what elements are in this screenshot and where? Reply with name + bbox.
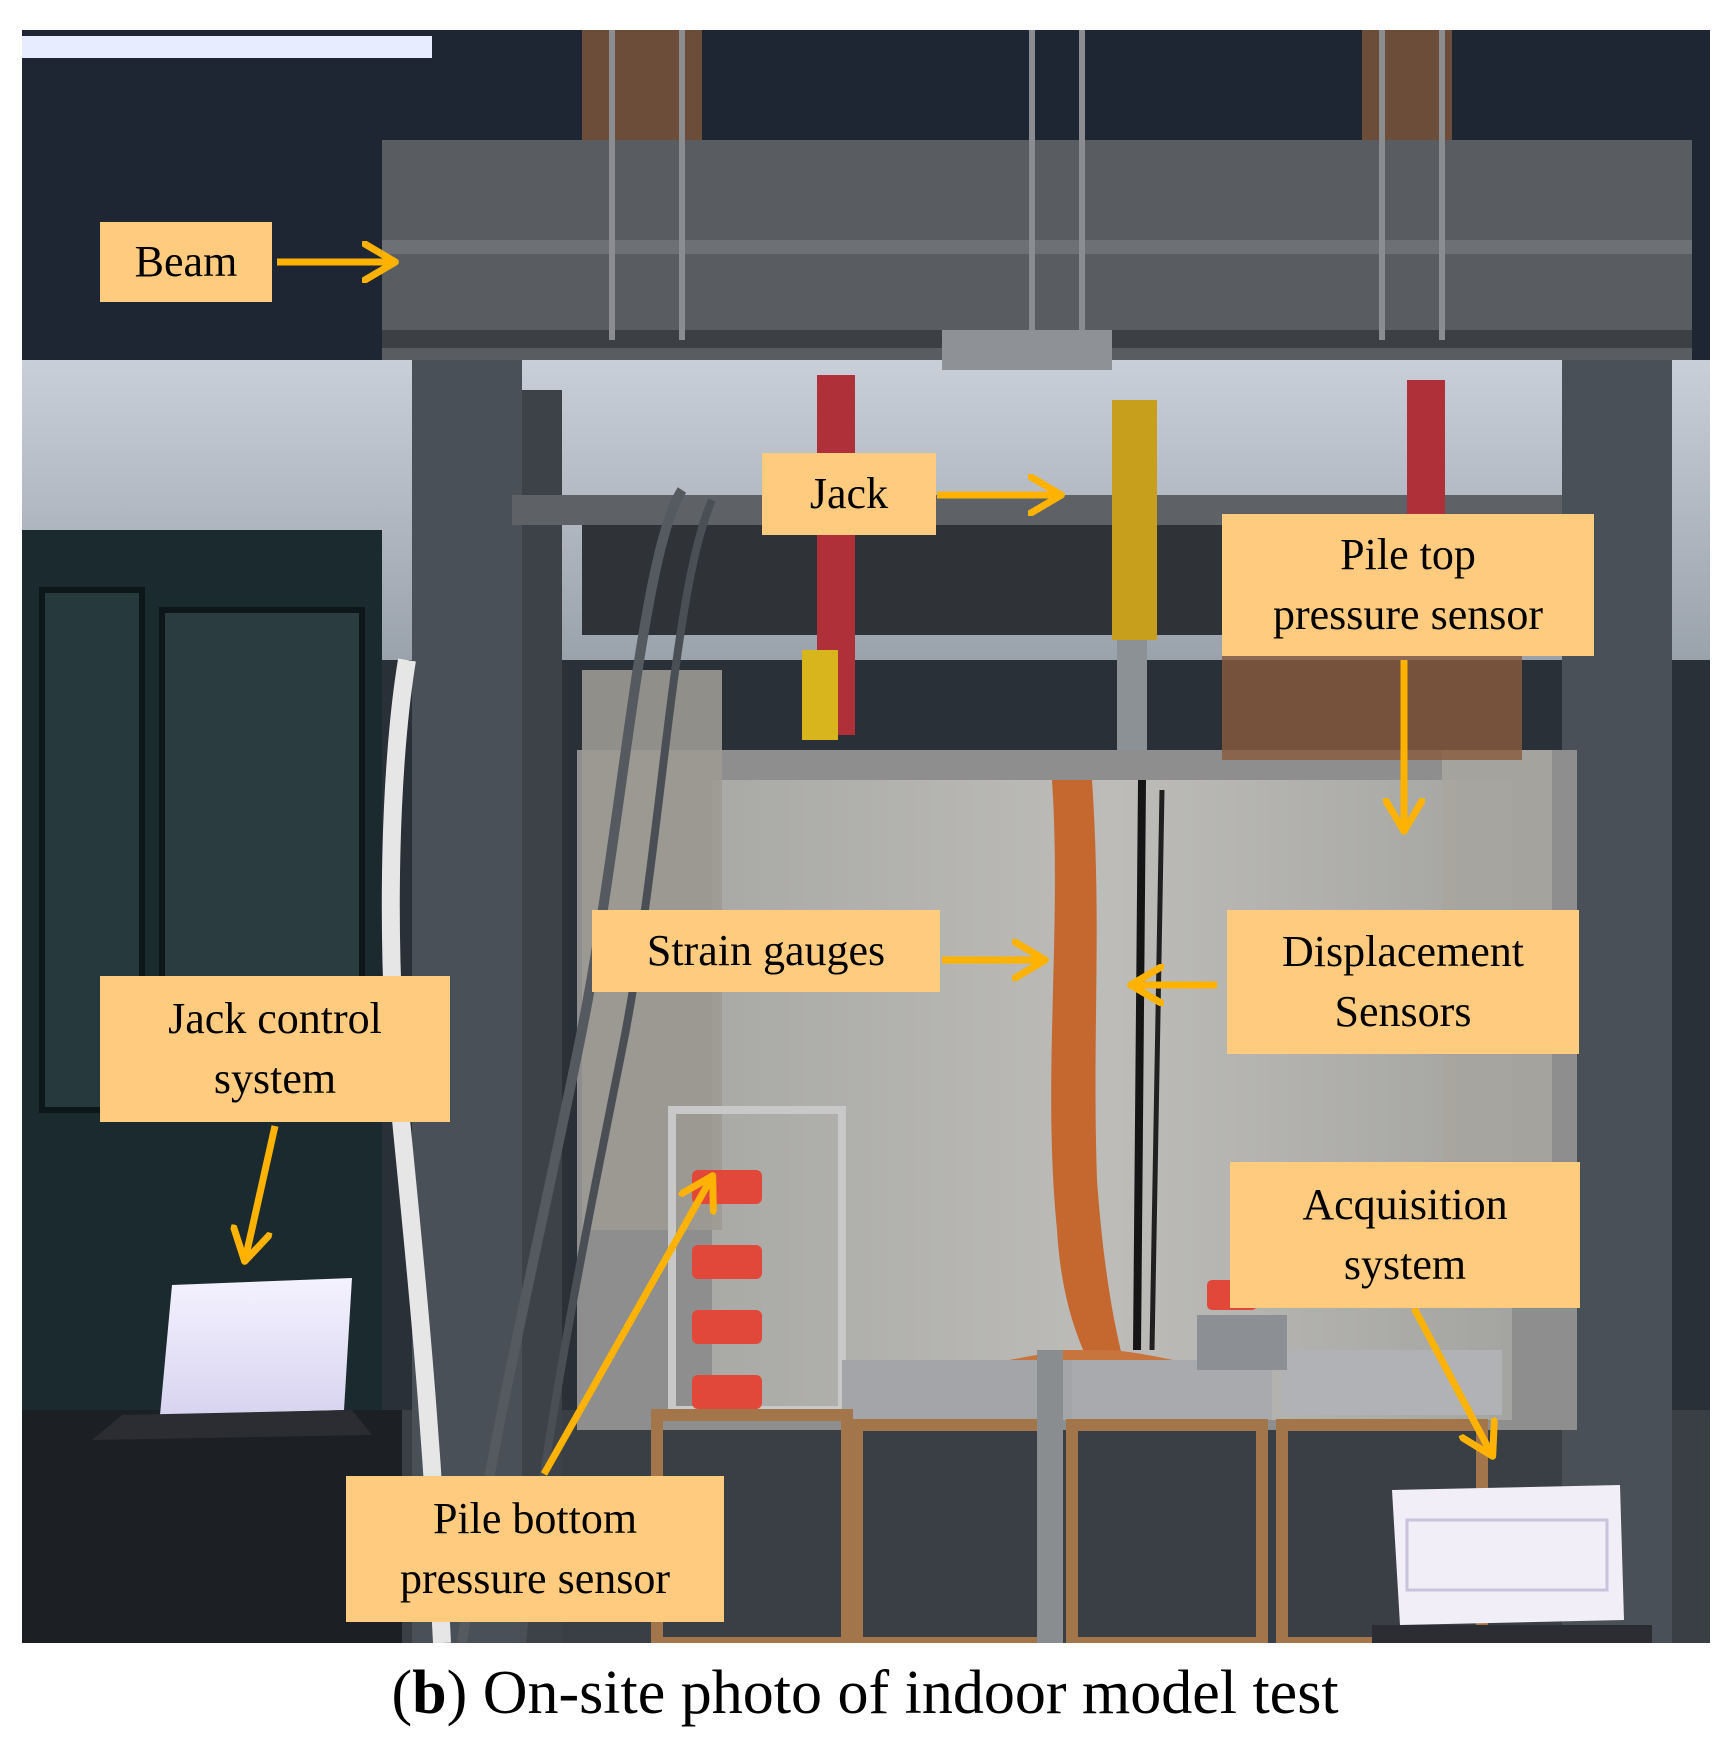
label-strain-gauges-text: Strain gauges bbox=[646, 926, 886, 975]
label-strain-gauges: Strain gauges bbox=[592, 910, 940, 992]
label-pile-bottom-line1: Pile bottom bbox=[432, 1494, 638, 1543]
acquisition-case bbox=[1282, 1350, 1502, 1415]
jack-cylinder bbox=[1112, 400, 1157, 640]
right-laptop-screen bbox=[1392, 1485, 1624, 1625]
label-acquisition-line1: Acquisition bbox=[1302, 1180, 1508, 1229]
label-jack-control-line2: system bbox=[213, 1054, 337, 1103]
red-display bbox=[692, 1245, 762, 1279]
label-jack-text: Jack bbox=[809, 469, 889, 518]
top-beam-flange bbox=[382, 240, 1692, 254]
right-laptop-base bbox=[1372, 1625, 1652, 1643]
displacement-sensor-cable bbox=[1149, 789, 1165, 1351]
label-beam-text: Beam bbox=[134, 237, 238, 286]
upper-girder bbox=[1362, 30, 1452, 140]
label-displacement-line1: Displacement bbox=[1282, 927, 1524, 976]
caption-letter: b bbox=[412, 1659, 447, 1727]
strain-gauge-wires bbox=[1051, 780, 1132, 1390]
label-jack-control-line1: Jack control bbox=[168, 994, 382, 1043]
label-pile-bottom-pressure-sensor: Pile bottom pressure sensor bbox=[346, 1476, 724, 1622]
ceiling-light bbox=[22, 36, 432, 58]
caption-prefix: ( bbox=[391, 1659, 413, 1727]
frame-column-inner-left bbox=[522, 390, 562, 1643]
left-desk bbox=[22, 1410, 402, 1643]
label-acquisition-system: Acquisition system bbox=[1230, 1162, 1580, 1308]
red-display bbox=[692, 1310, 762, 1344]
label-beam: Beam bbox=[100, 222, 272, 302]
right-laptop-chart bbox=[1405, 1518, 1609, 1592]
label-jack: Jack bbox=[762, 453, 936, 535]
left-laptop-screen bbox=[160, 1278, 352, 1415]
figure-caption: (b) On-site photo of indoor model test bbox=[0, 1648, 1730, 1738]
yellow-cylinder bbox=[802, 650, 838, 740]
wooden-table bbox=[1066, 1419, 1268, 1643]
label-pile-top-line2: pressure sensor bbox=[1272, 590, 1544, 639]
hydraulic-hose bbox=[457, 487, 687, 1643]
label-jack-control-system: Jack control system bbox=[100, 976, 450, 1122]
label-displacement-line2: Sensors bbox=[1334, 987, 1472, 1036]
jack-plate bbox=[942, 330, 1112, 370]
label-pile-top-pressure-sensor: Pile top pressure sensor bbox=[1222, 514, 1594, 656]
left-laptop-base bbox=[92, 1410, 372, 1440]
vertical-pipe bbox=[1037, 1350, 1063, 1643]
junction-box bbox=[1197, 1315, 1287, 1370]
displacement-sensor-cable bbox=[1133, 779, 1146, 1351]
acquisition-case bbox=[842, 1360, 1072, 1420]
label-acquisition-line2: system bbox=[1343, 1240, 1467, 1289]
label-displacement-sensors: Displacement Sensors bbox=[1227, 910, 1579, 1054]
red-display bbox=[692, 1375, 762, 1409]
copper-background bbox=[1222, 650, 1522, 760]
red-post bbox=[1407, 380, 1445, 540]
white-pipe bbox=[381, 658, 451, 1643]
label-pile-bottom-line2: pressure sensor bbox=[399, 1554, 671, 1603]
red-display bbox=[692, 1170, 762, 1204]
caption-text: ) On-site photo of indoor model test bbox=[446, 1659, 1339, 1727]
test-setup-photo: Beam Jack Pile top pressure sensor Strai… bbox=[22, 30, 1710, 1643]
label-pile-top-line1: Pile top bbox=[1340, 530, 1476, 579]
photo-scene bbox=[22, 30, 1710, 1643]
